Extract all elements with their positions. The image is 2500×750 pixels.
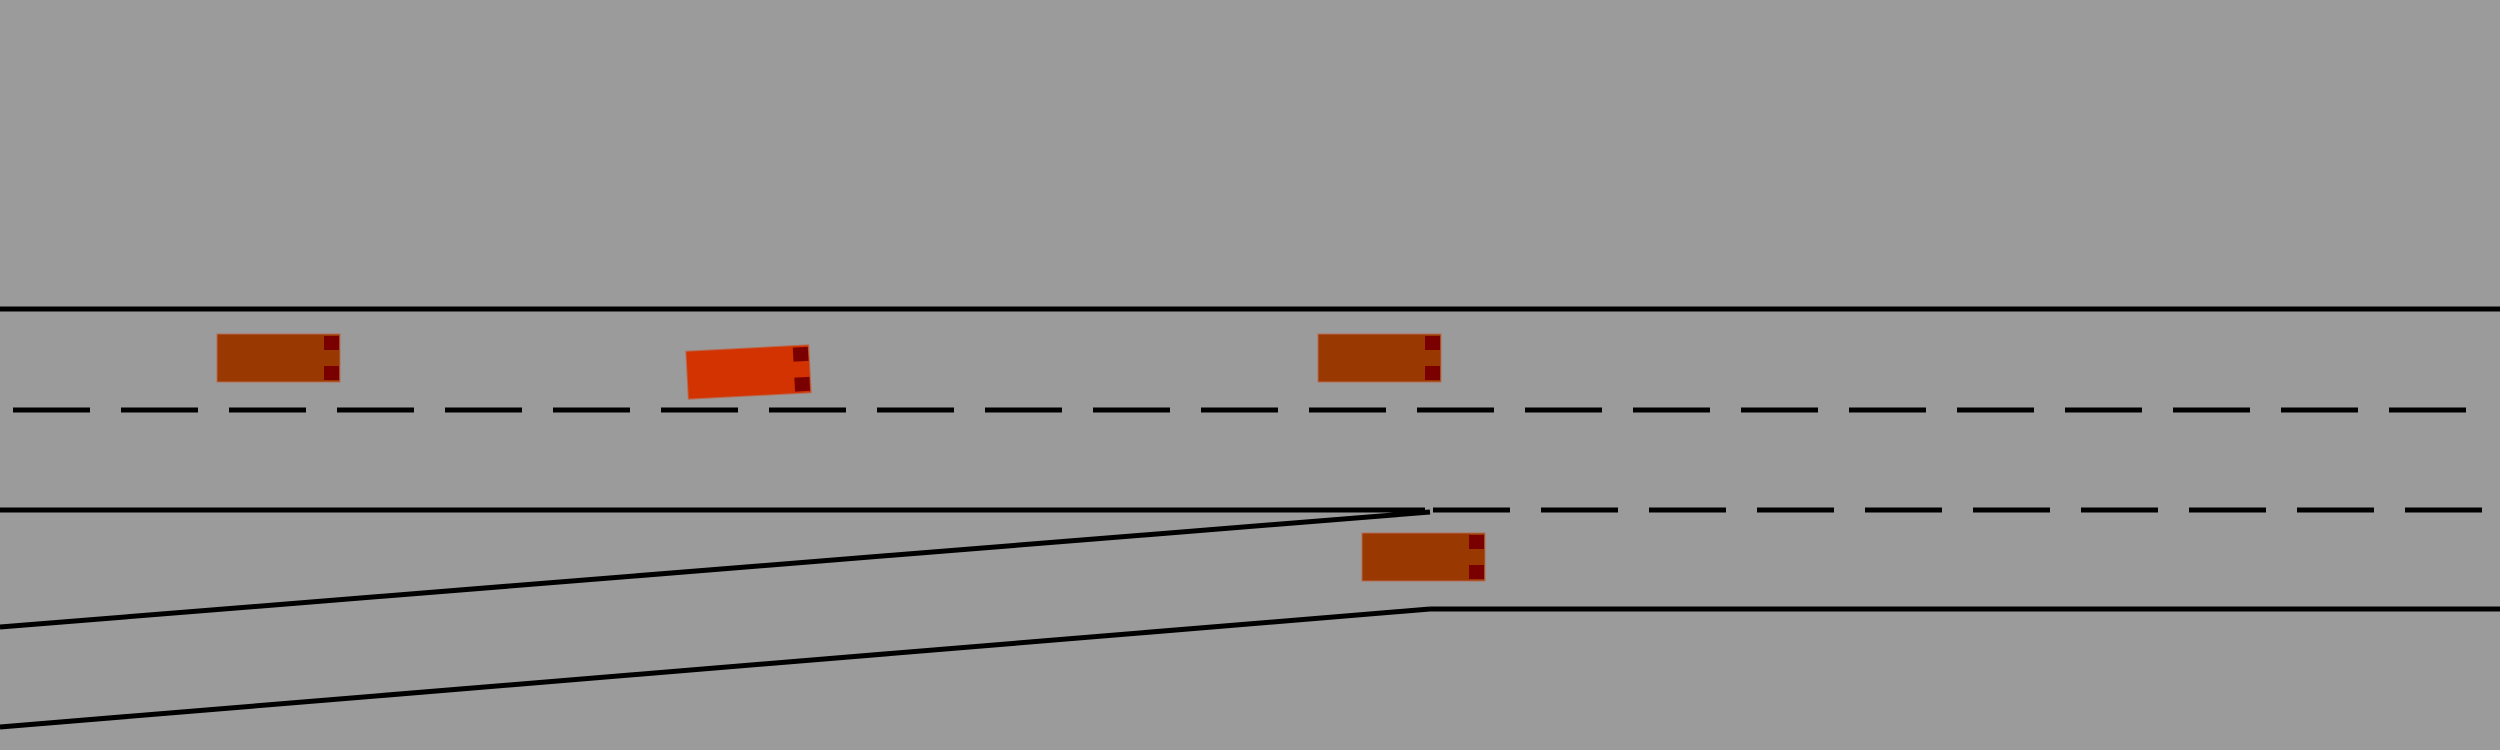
ego-vehicle [685,344,812,400]
ego-vehicle-light-left [792,346,809,362]
ego-vehicle-light-right [794,376,811,392]
vehicle-3-body [1317,333,1442,383]
vehicles-layer [216,333,1486,582]
vehicle-1-light-left [324,336,339,350]
vehicle-3 [1317,333,1442,383]
vehicle-4-light-left [1469,535,1484,549]
vehicle-4-light-right [1469,565,1484,579]
vehicle-4-body [1361,532,1486,582]
merge-lane-bottom [0,606,1431,730]
vehicle-1 [216,333,341,383]
vehicle-1-light-right [324,366,339,380]
vehicle-3-light-left [1425,336,1440,350]
vehicle-3-light-right [1425,366,1440,380]
ego-vehicle-body [685,344,812,400]
merge-lane-top [0,509,1431,630]
vehicle-1-body [216,333,341,383]
vehicle-4 [1361,532,1486,582]
lane-markings [0,306,2500,730]
